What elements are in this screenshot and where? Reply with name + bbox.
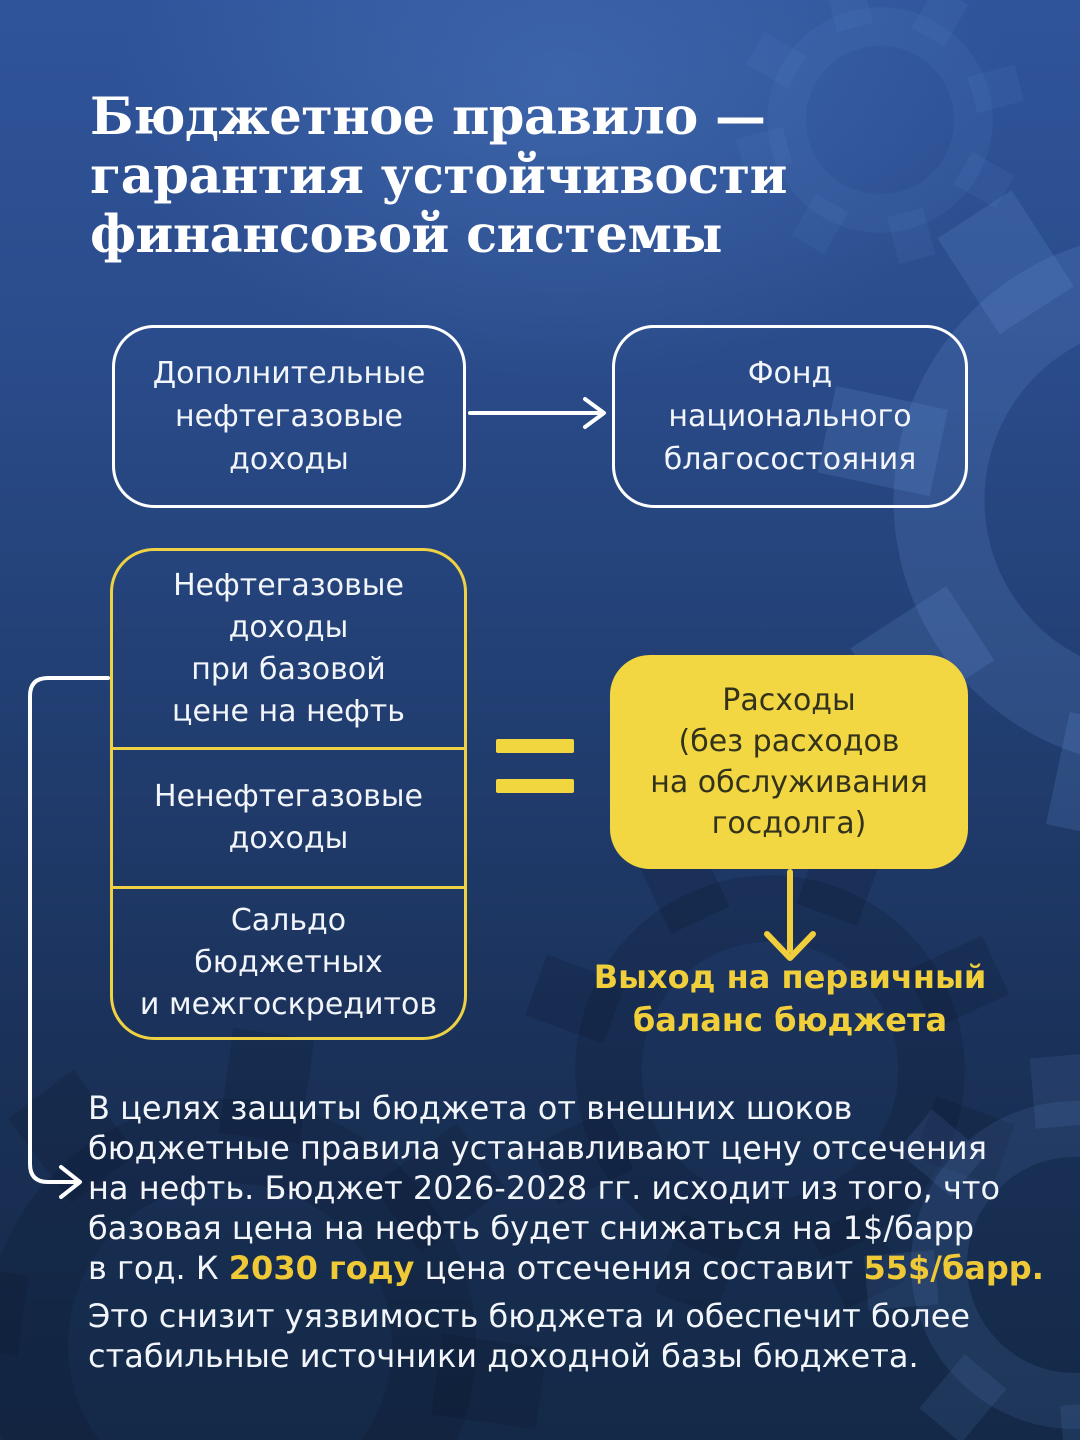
box-additional-oil-gas-revenues: Дополнительные нефтегазовые доходы: [112, 325, 466, 508]
highlight-2030: 2030 году: [228, 1249, 415, 1287]
paragraph1-tail-mid: цена отсечения составит: [414, 1249, 864, 1287]
stack-non-oil-gas-revenues: Ненефтегазовые доходы: [113, 747, 464, 886]
primary-balance-label: Выход на первичный баланс бюджета: [593, 958, 987, 1039]
equals-bar-top: [496, 739, 574, 753]
paragraph1-tail-pre: в год. К: [88, 1249, 229, 1287]
arrow-down-icon: [764, 869, 816, 961]
revenue-stack-box: Нефтегазовые доходы при базовой цене на …: [110, 548, 467, 1040]
box-expenditures: Расходы (без расходов на обслуживания го…: [610, 655, 968, 869]
equals-bar-bottom: [496, 779, 574, 793]
stack-oil-gas-base-price: Нефтегазовые доходы при базовой цене на …: [172, 568, 405, 729]
box-national-wealth-fund: Фонд национального благосостояния: [612, 325, 968, 508]
paragraph1-line: на нефть. Бюджет 2026-2028 гг. исходит и…: [88, 1169, 1001, 1207]
page-title: Бюджетное правило — гарантия устойчивост…: [90, 87, 787, 265]
paragraph2-line: Это снизит уязвимость бюджета и обеспечи…: [88, 1297, 971, 1335]
paragraph1-line: в год. К 2030 году цена отсечения состав…: [88, 1248, 1048, 1288]
flow-arrow-right-icon: [468, 397, 606, 429]
highlight-55-barrel: 55$/барр.: [863, 1249, 1044, 1287]
paragraph1-line: бюджетные правила устанавливают цену отс…: [88, 1129, 987, 1167]
equals-icon: [496, 739, 574, 793]
paragraph1-line: В целях защиты бюджета от внешних шоков: [88, 1089, 853, 1127]
stack-budget-credits-balance: Сальдо бюджетных и межгоскредитов: [113, 886, 464, 1037]
body-paragraph-2: Это снизит уязвимость бюджета и обеспечи…: [88, 1296, 1048, 1376]
body-paragraph-1: В целях защиты бюджета от внешних шоков …: [88, 1088, 1048, 1288]
paragraph2-line: стабильные источники доходной базы бюдже…: [88, 1337, 919, 1375]
paragraph1-line: базовая цена на нефть будет снижаться на…: [88, 1209, 975, 1247]
